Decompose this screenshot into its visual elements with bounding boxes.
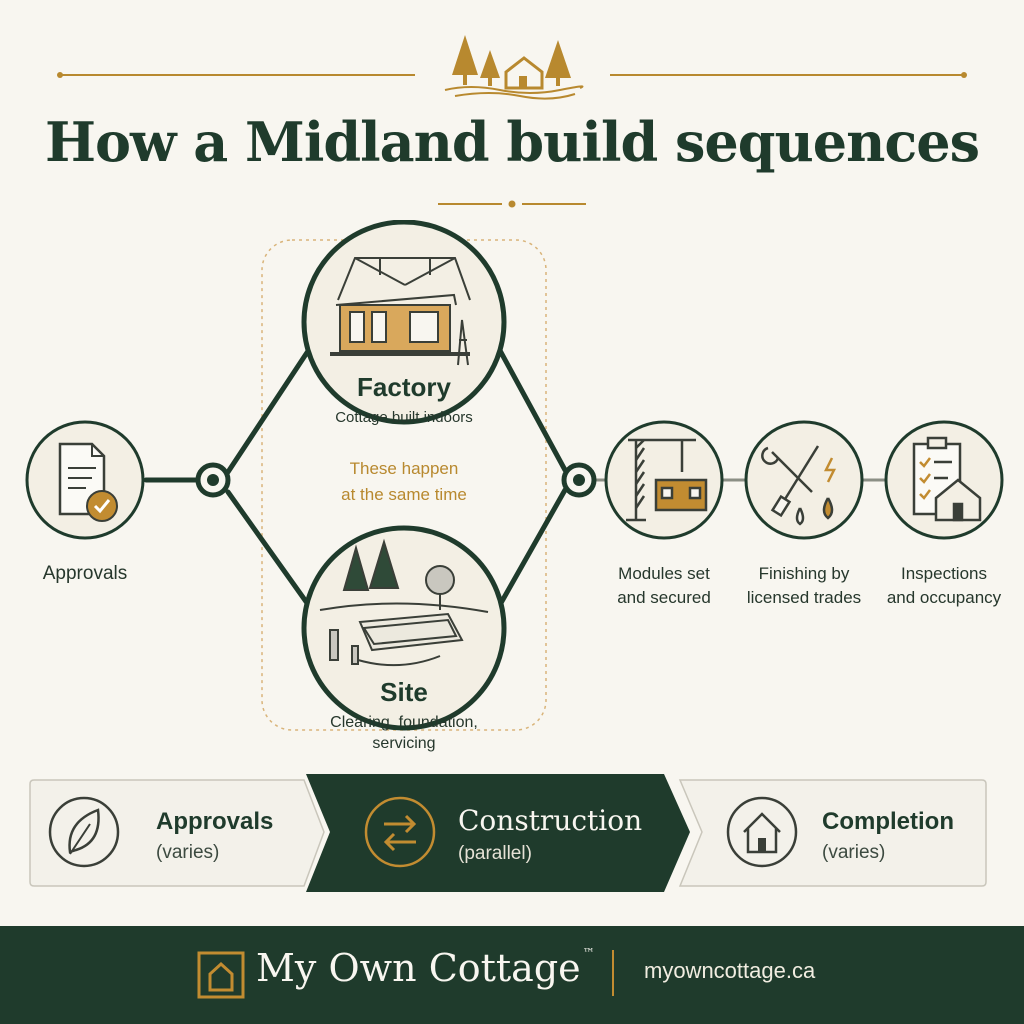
crane-icon <box>626 438 708 522</box>
inspections-node <box>884 420 1004 540</box>
factory-cottage-icon <box>330 257 471 366</box>
phase-bar <box>29 774 987 892</box>
phase-construction: Construction (parallel) <box>458 804 643 864</box>
modules-node <box>604 420 724 540</box>
footer-divider <box>612 950 614 996</box>
clipboard-house-icon <box>912 436 982 522</box>
leaf-icon <box>48 796 120 868</box>
approvals-label: Approvals <box>42 563 128 584</box>
phase-completion: Completion (varies) <box>822 808 954 863</box>
logo-icon <box>197 951 245 999</box>
modules-label: Modules set and secured <box>617 564 711 607</box>
factory-title: Factory <box>357 372 451 402</box>
parallel-note: These happen at the same time <box>341 459 467 504</box>
site-title: Site <box>380 677 428 707</box>
merge-node <box>561 462 597 498</box>
split-node <box>195 462 231 498</box>
site-node <box>301 525 507 731</box>
process-diagram <box>25 220 1004 731</box>
inspections-label: Inspections and occupancy <box>886 564 1002 607</box>
phase-approvals: Approvals (varies) <box>156 808 274 863</box>
page-title: How a Midland build sequences <box>44 110 980 174</box>
finishing-node <box>744 420 864 540</box>
factory-desc: Cottage built indoors <box>335 409 473 426</box>
finishing-label: Finishing by licensed trades <box>746 564 862 607</box>
footer <box>0 926 1024 1024</box>
phase-construction-shape <box>306 774 690 892</box>
trees-cabin-icon <box>452 35 571 90</box>
document-check-icon <box>58 442 118 522</box>
approvals-node <box>25 420 145 540</box>
factory-node <box>301 220 507 425</box>
tools-icon <box>761 445 837 526</box>
site-desc: Clearing, foundation, servicing <box>330 714 478 752</box>
swap-arrows-icon <box>364 796 436 868</box>
title-divider <box>438 200 586 208</box>
site-foundation-icon <box>319 538 489 667</box>
website-link[interactable]: myowncottage.ca <box>644 958 816 983</box>
header-ornament <box>57 35 967 100</box>
house-icon <box>726 796 798 868</box>
phase-completion-shape <box>678 779 987 887</box>
